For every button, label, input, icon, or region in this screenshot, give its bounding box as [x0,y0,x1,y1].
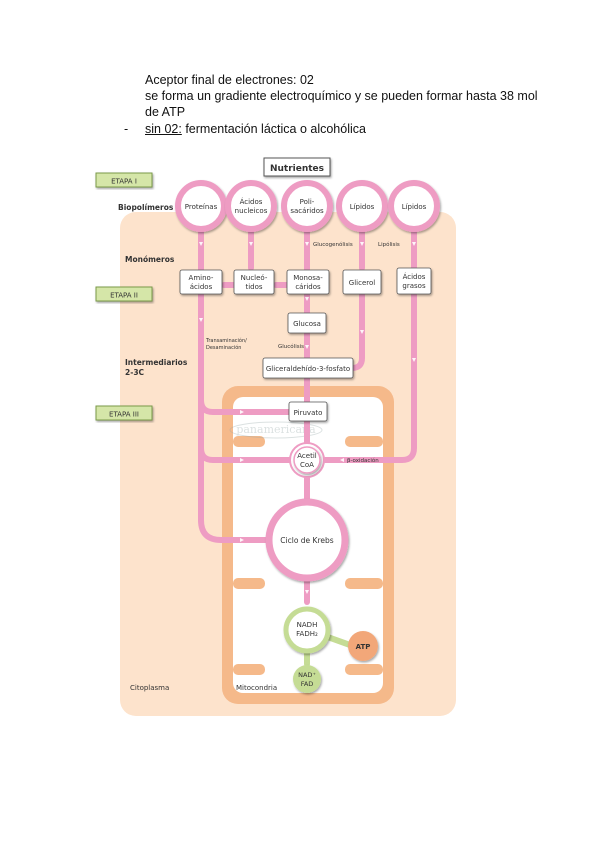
cristae [233,436,383,675]
nutrients-label: Nutrientes [270,164,324,174]
stage-3-label: ETAPA III [109,411,139,419]
acetyl-label-1: Acetil [297,452,317,460]
bullet-dash: - [124,122,129,136]
biopolymer-label: nucleicos [235,207,268,215]
process-glucogenolysis: Glucogenólisis [313,241,353,248]
nadh-label-2: FADH₂ [296,630,318,638]
biopolymer-label: Poli- [300,198,315,206]
biopolymer-label: Lípidos [402,203,427,211]
stage-3-box [95,405,153,421]
monomer-label: grasos [402,282,426,290]
level-intermediates-2: 2-3C [125,368,145,377]
process-glycolysis: Glucólisis [278,343,304,350]
bullet-rest: fermentación láctica o alcohólica [181,122,366,136]
mitochondria-label: Mitocondria [236,684,277,692]
monomer-boxes: Amino- ácidos Nucleó- tidos Monosa- cári… [179,267,432,295]
stage-1-box [95,172,153,188]
monomer-nucleotides: Nucleó- tidos [233,269,275,295]
monomer-label: Glicerol [349,279,375,287]
watermark: panamericana [229,421,323,439]
monomer-label: Nucleó- [241,274,268,282]
stage-1-label: ETAPA I [111,178,137,186]
cytoplasm-label: Citoplasma [130,684,169,692]
stage-2-box [95,286,153,302]
monomer-label: cáridos [295,283,321,291]
doc-line-3: de ATP [145,105,186,119]
glucose-box [287,312,327,334]
nad-label-2: FAD [301,680,314,688]
level-monomers: Monómeros [125,255,175,264]
nadh-node [283,606,331,654]
biopolymer-label: Lípidos [350,203,375,211]
process-transamination-2: Desaminación [206,344,241,351]
bullet-underlined: sin 02: [145,122,182,136]
doc-line-2: se forma un gradiente electroquímico y s… [145,89,538,103]
process-transamination-1: Transaminación/ [205,337,247,344]
level-intermediates-1: Intermediarios [125,358,188,367]
stage-2-label: ETAPA II [110,292,138,300]
monomer-label: Monosa- [293,274,323,282]
biopolymer-nucleic-acids: Ácidos nucleicos [225,180,277,232]
nad-node [293,665,321,693]
process-beta-oxidation: β-oxidación [347,457,379,464]
monomer-label: Amino- [189,274,214,282]
krebs-cycle-node [265,498,349,582]
g3p-label: Gliceraldehído-3-fosfato [266,365,350,373]
process-lipolysis: Lipólisis [378,241,400,248]
biopolymer-label: Ácidos [240,197,263,206]
monomer-monosaccharides: Monosa- cáridos [286,269,330,295]
atp-node [348,631,378,661]
biopolymer-label: sacáridos [290,207,324,215]
nad-label-1: NAD⁺ [298,671,316,679]
biopolymer-lipids-2: Lípidos [388,180,440,232]
acetyl-label-2: CoA [300,461,314,469]
nutrients-box [263,157,331,177]
krebs-label: Ciclo de Krebs [280,536,333,545]
arrow-markers [199,242,416,594]
level-biopolymers: Biopolímeros [118,203,174,212]
acetyl-coa-node [293,446,321,474]
monomer-label: Ácidos [403,272,426,281]
pyruvate-box [288,401,328,422]
biopolymer-lipids-1: Lípidos [336,180,388,232]
monomer-label: ácidos [190,283,213,291]
monomer-fatty-acids: Ácidos grasos [396,267,432,295]
doc-line-1: Aceptor final de electrones: 02 [145,73,314,87]
monomer-label: tidos [245,283,262,291]
atp-label: ATP [356,643,371,651]
biopolymer-proteins: Proteínas [175,180,227,232]
glucose-label: Glucosa [293,320,321,328]
nadh-label-1: NADH [297,621,318,629]
pyruvate-label: Piruvato [294,409,323,417]
monomer-glycerol: Glicerol [342,269,382,295]
bullet-text: sin 02: fermentación láctica o alcohólic… [145,121,366,137]
watermark-text: panamericana [236,423,316,436]
biopolymer-circles: Proteínas Ácidos nucleicos Poli- sacárid… [175,180,440,232]
biopolymer-polysaccharides: Poli- sacáridos [281,180,333,232]
g3p-box [262,357,354,379]
monomer-amino-acids: Amino- ácidos [179,269,223,295]
biopolymer-label: Proteínas [185,203,218,211]
